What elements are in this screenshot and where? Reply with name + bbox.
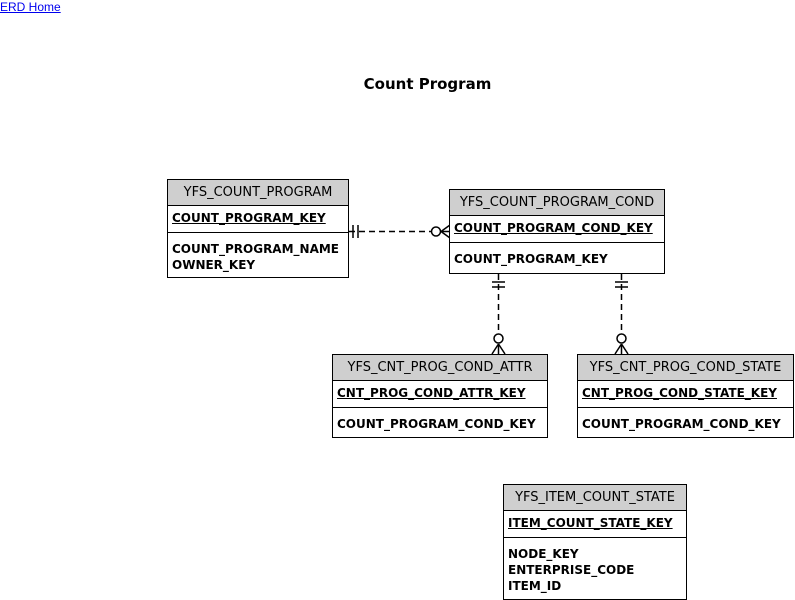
primary-key-field: COUNT_PROGRAM_COND_KEY	[450, 216, 664, 243]
attribute-field: OWNER_KEY	[172, 258, 256, 272]
entity-name: YFS_COUNT_PROGRAM	[168, 180, 348, 206]
entity-name: YFS_CNT_PROG_COND_ATTR	[333, 355, 547, 381]
zero-circle-mark	[616, 333, 627, 344]
attribute-field: ITEM_ID	[508, 579, 562, 593]
crowfoot-mark	[620, 343, 629, 355]
erd-home-link[interactable]: ERD Home	[0, 0, 61, 14]
entity-name: YFS_ITEM_COUNT_STATE	[504, 485, 686, 511]
attribute-list: COUNT_PROGRAM_KEY	[450, 243, 664, 271]
zero-circle-mark	[493, 333, 504, 344]
primary-key-field: COUNT_PROGRAM_KEY	[168, 206, 348, 233]
attribute-list: NODE_KEY ENTERPRISE_CODE ITEM_ID	[504, 538, 686, 598]
crowfoot-mark	[440, 224, 451, 233]
zero-circle-mark	[430, 226, 442, 237]
crowfoot-mark	[491, 343, 500, 355]
entity-name: YFS_COUNT_PROGRAM_COND	[450, 190, 664, 216]
relationship-cond-to-state	[614, 274, 629, 355]
crowfoot-mark	[497, 343, 506, 355]
entity-yfs-item-count-state[interactable]: YFS_ITEM_COUNT_STATE ITEM_COUNT_STATE_KE…	[503, 484, 687, 600]
relationship-cond-to-attr	[491, 274, 506, 355]
attribute-field: COUNT_PROGRAM_KEY	[454, 252, 608, 266]
primary-key-field: CNT_PROG_COND_ATTR_KEY	[333, 381, 547, 408]
diagram-title: Count Program	[363, 75, 492, 93]
entity-name: YFS_CNT_PROG_COND_STATE	[578, 355, 793, 381]
attribute-list: COUNT_PROGRAM_COND_KEY	[578, 408, 793, 436]
attribute-field: ENTERPRISE_CODE	[508, 563, 635, 577]
primary-key-field: ITEM_COUNT_STATE_KEY	[504, 511, 686, 538]
attribute-list: COUNT_PROGRAM_COND_KEY	[333, 408, 547, 436]
entity-yfs-cnt-prog-cond-state[interactable]: YFS_CNT_PROG_COND_STATE CNT_PROG_COND_ST…	[577, 354, 794, 438]
crowfoot-mark	[440, 230, 451, 239]
attribute-field: COUNT_PROGRAM_COND_KEY	[337, 417, 536, 431]
attribute-field: NODE_KEY	[508, 547, 579, 561]
crowfoot-mark	[614, 343, 623, 355]
attribute-field: COUNT_PROGRAM_NAME	[172, 242, 340, 256]
entity-yfs-count-program[interactable]: YFS_COUNT_PROGRAM COUNT_PROGRAM_KEY COUN…	[167, 179, 349, 278]
primary-key-field: CNT_PROG_COND_STATE_KEY	[578, 381, 793, 408]
entity-yfs-count-program-cond[interactable]: YFS_COUNT_PROGRAM_COND COUNT_PROGRAM_CON…	[449, 189, 665, 274]
attribute-list: COUNT_PROGRAM_NAME OWNER_KEY	[168, 233, 348, 277]
attribute-field: COUNT_PROGRAM_COND_KEY	[582, 417, 781, 431]
relationship-count-program-to-cond	[349, 224, 451, 239]
entity-yfs-cnt-prog-cond-attr[interactable]: YFS_CNT_PROG_COND_ATTR CNT_PROG_COND_ATT…	[332, 354, 548, 438]
